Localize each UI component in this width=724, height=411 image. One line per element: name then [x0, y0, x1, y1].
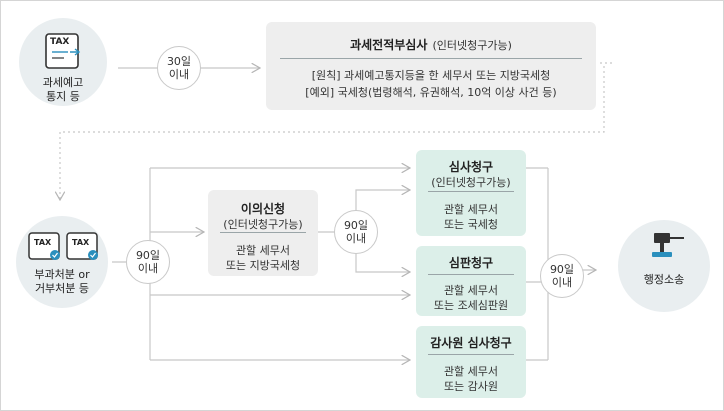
pre-review-line2: [예외] 국세청(법령해석, 유권해석, 10억 이상 사건 등) — [305, 86, 557, 99]
pre-review-line1: [원칙] 과세예고통지등을 한 세무서 또는 지방국세청 — [311, 69, 551, 82]
audit-line1: 관할 세무서 — [443, 365, 499, 378]
audit-request-box: 감사원 심사청구 관할 세무서 또는 감사원 — [416, 326, 526, 398]
start-label: 과세예고 통지 등 — [20, 76, 106, 104]
tribunal-request-box: 심판청구 관할 세무서 또는 조세심판원 — [416, 246, 526, 316]
disposition-label-line1: 부과처분 or — [34, 268, 90, 281]
deadline-30days-line1: 30일 — [166, 55, 192, 68]
deadline-90days-2: 90일 이내 — [334, 210, 378, 254]
deadline-90days-1-line1: 90일 — [135, 249, 161, 262]
tax-icon-a-text: TAX — [34, 238, 52, 247]
objection-divider — [220, 232, 306, 233]
review-line1: 관할 세무서 — [443, 203, 499, 216]
tax-disposition-icon — [27, 231, 99, 263]
end-label: 행정소송 — [643, 273, 685, 286]
objection-line2: 또는 지방국세청 — [225, 259, 301, 272]
trial-line1: 관할 세무서 — [443, 284, 499, 297]
pre-review-title-note: (인터넷청구가능) — [432, 39, 512, 52]
deadline-30days: 30일 이내 — [157, 46, 201, 90]
review-note: (인터넷청구가능) — [431, 176, 511, 189]
disposition-icon-circle — [16, 216, 108, 308]
trial-title: 심판청구 — [448, 256, 494, 270]
review-title: 심사청구 — [448, 160, 494, 174]
gavel-icon — [646, 230, 684, 260]
audit-divider — [428, 354, 514, 355]
start-label-line1: 과세예고 — [42, 76, 84, 89]
tax-notice-icon — [44, 32, 82, 70]
start-label-line2: 통지 등 — [46, 90, 80, 103]
review-line2: 또는 국세청 — [443, 218, 499, 231]
review-request-box: 심사청구 (인터넷청구가능) 관할 세무서 또는 국세청 — [416, 150, 526, 236]
deadline-90days-1-line2: 이내 — [137, 262, 159, 275]
objection-line1: 관할 세무서 — [235, 244, 291, 257]
deadline-90days-2-line2: 이내 — [345, 232, 367, 245]
objection-note: (인터넷청구가능) — [223, 218, 303, 231]
audit-title: 감사원 심사청구 — [430, 336, 512, 350]
trial-line2: 또는 조세심판원 — [433, 299, 509, 312]
objection-title: 이의신청 — [240, 202, 286, 216]
pre-assessment-review-box: 과세전적부심사 (인터넷청구가능) [원칙] 과세예고통지등을 한 세무서 또는… — [266, 22, 596, 110]
deadline-90days-3-line1: 90일 — [549, 263, 575, 276]
trial-divider — [428, 274, 514, 275]
tax-notice-icon-text: TAX — [50, 37, 70, 47]
deadline-90days-1: 90일 이내 — [126, 240, 170, 284]
review-divider — [428, 191, 514, 192]
audit-line2: 또는 감사원 — [443, 380, 499, 393]
tax-icon-b-text: TAX — [72, 238, 90, 247]
deadline-30days-line2: 이내 — [168, 68, 190, 81]
deadline-90days-2-line1: 90일 — [343, 219, 369, 232]
deadline-90days-3-line2: 이내 — [551, 276, 573, 289]
disposition-label: 부과처분 or 거부처분 등 — [14, 268, 110, 296]
pre-review-title: 과세전적부심사 — [350, 38, 428, 52]
objection-box: 이의신청 (인터넷청구가능) 관할 세무서 또는 지방국세청 — [208, 190, 318, 276]
pre-review-divider — [280, 58, 582, 59]
disposition-label-line2: 거부처분 등 — [34, 282, 90, 295]
deadline-90days-3: 90일 이내 — [540, 254, 584, 298]
